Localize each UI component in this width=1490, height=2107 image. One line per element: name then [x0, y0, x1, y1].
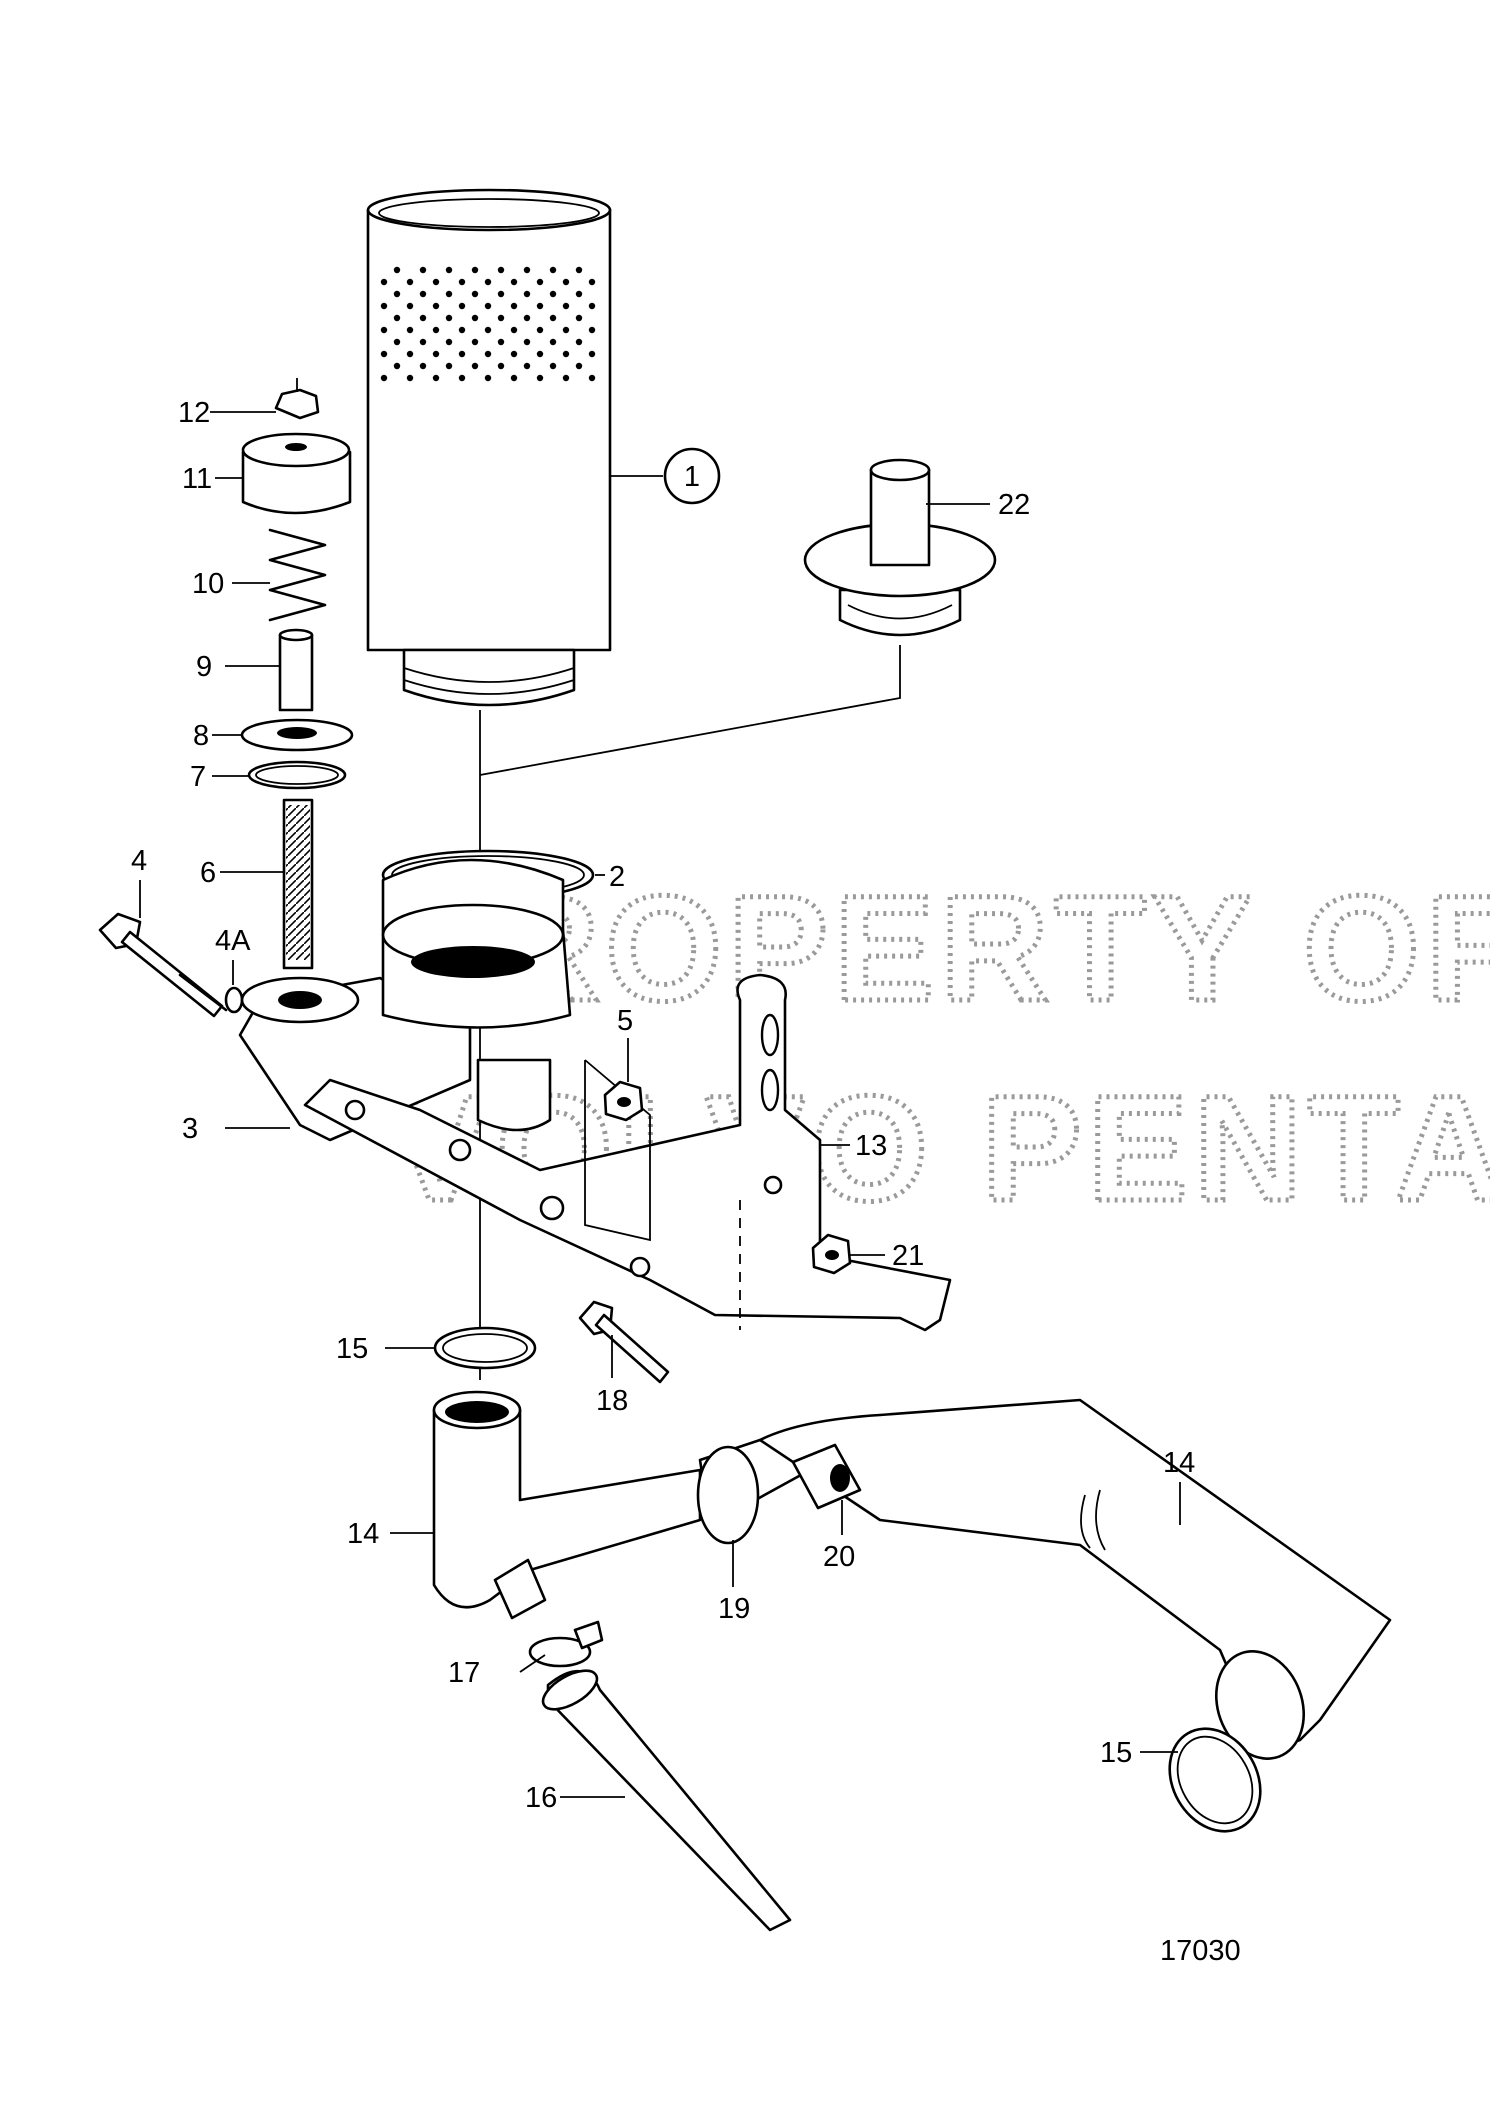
callout-18: 18 [596, 1385, 628, 1417]
callout-2: 2 [609, 861, 625, 893]
drawing-number: 17030 [1160, 1935, 1241, 1967]
nuts [603, 1080, 852, 1275]
callout-4: 4 [131, 845, 147, 877]
pipe-fitting [432, 1390, 1392, 1760]
bolt-and-washer [98, 912, 244, 1018]
callout-16: 16 [525, 1782, 557, 1814]
mounting-stack [240, 378, 354, 970]
callout-21: 21 [892, 1240, 924, 1272]
callout-15-lower: 15 [1100, 1737, 1132, 1769]
nipple-20 [791, 1443, 862, 1510]
callout-8: 8 [193, 720, 209, 752]
callout-11: 11 [182, 463, 212, 495]
o-ring-lower [1168, 1727, 1262, 1833]
leader-lines [139, 411, 1181, 1798]
assembly-lines [479, 645, 901, 1380]
callout-5: 5 [617, 1005, 633, 1037]
hose-clamp [493, 1558, 604, 1668]
callout-6: 6 [200, 857, 216, 889]
filter-base-bracket [238, 858, 572, 1142]
callout-1-circle [663, 447, 721, 505]
pipe-adapter [803, 458, 997, 637]
callout-15-upper: 15 [336, 1333, 368, 1365]
callout-3: 3 [182, 1113, 198, 1145]
callout-20: 20 [823, 1541, 855, 1573]
callout-7: 7 [190, 761, 206, 793]
callout-14-right: 14 [1163, 1447, 1195, 1479]
hose [541, 1669, 792, 1932]
support-bracket [303, 973, 952, 1332]
callout-13: 13 [855, 1130, 887, 1162]
callout-12: 12 [178, 397, 210, 429]
callout-10: 10 [192, 568, 224, 600]
o-ring-upper [433, 1326, 537, 1370]
callout-19: 19 [718, 1593, 750, 1625]
bolt-18 [578, 1300, 670, 1384]
callout-14-left: 14 [347, 1518, 379, 1550]
callout-4a: 4A [215, 925, 251, 957]
callout-9: 9 [196, 651, 212, 683]
callout-22: 22 [998, 489, 1030, 521]
callout-1: 1 [684, 461, 700, 493]
callout-labels: 1 2 3 4 4A 5 6 7 8 9 10 11 12 13 14 14 1… [131, 397, 1241, 1967]
callout-17: 17 [448, 1657, 480, 1689]
filter-cartridge [366, 188, 612, 707]
